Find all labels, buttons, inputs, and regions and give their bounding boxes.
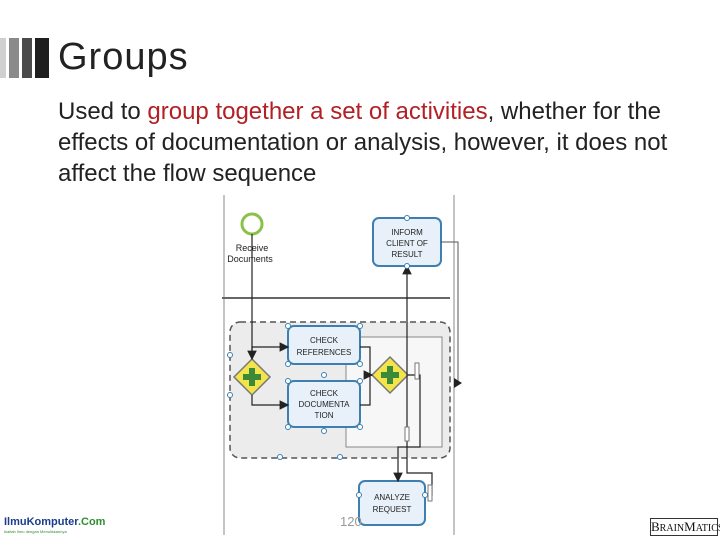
flow-split-to-references — [251, 342, 290, 359]
check-documentation-label-line2: DOCUMENTA — [299, 400, 351, 409]
body-highlight: group together a set of activities — [147, 98, 488, 125]
logo-left-tagline: Ikatlah Ilmu dengan Menuliskannya — [4, 529, 67, 534]
task-check-references — [287, 325, 361, 365]
body-text-start: Used to — [58, 98, 148, 125]
slide-body: Used to group together a set of activiti… — [58, 96, 698, 189]
bpmn-group-diagram: Receive Documents INFORM CLIENT OF RESUL… — [220, 195, 470, 535]
inform-label-line2: CLIENT OF — [386, 239, 428, 248]
inform-label-line3: RESULT — [392, 250, 423, 259]
logo-right-rain: RAIN — [659, 523, 685, 534]
flow-split-to-documentation — [251, 395, 290, 410]
check-documentation-label-line3: TION — [314, 411, 333, 420]
logo-right-b: B — [651, 519, 660, 534]
selection-handles — [227, 215, 428, 498]
logo-left-main: IlmuKomputer — [4, 516, 78, 528]
ilmukomputer-logo: IlmuKomputer.Com Ikatlah Ilmu dengan Men… — [4, 516, 105, 534]
brainmatics-logo: BRAINMATICS — [650, 518, 720, 536]
check-documentation-label-line1: CHECK — [310, 389, 339, 398]
start-event-label-line2: Documents — [227, 254, 273, 264]
logo-left-suffix: .Com — [77, 516, 106, 528]
slide-title: Groups — [58, 36, 189, 78]
check-references-label-line2: REFERENCES — [297, 348, 352, 357]
right-edge-arrow — [454, 378, 462, 388]
analyze-label-line1: ANALYZE — [374, 493, 410, 502]
logo-right-atics: ATICS — [695, 523, 720, 534]
start-event — [240, 212, 264, 236]
check-references-label-line1: CHECK — [310, 336, 339, 345]
parallel-gateway-join — [370, 355, 410, 395]
flow-documentation-to-join — [360, 375, 371, 406]
logo-right-m: M — [684, 519, 696, 534]
flow-references-to-join — [360, 346, 374, 380]
inform-label-line1: INFORM — [391, 228, 423, 237]
task-analyze-request — [358, 480, 426, 526]
flow-inform-exit — [441, 241, 459, 385]
body-text-end: , whether for the effects of documentati… — [58, 98, 668, 187]
page-number: 120 — [340, 514, 362, 529]
connection-handles — [404, 362, 433, 502]
analyze-label-line2: REQUEST — [373, 505, 412, 514]
